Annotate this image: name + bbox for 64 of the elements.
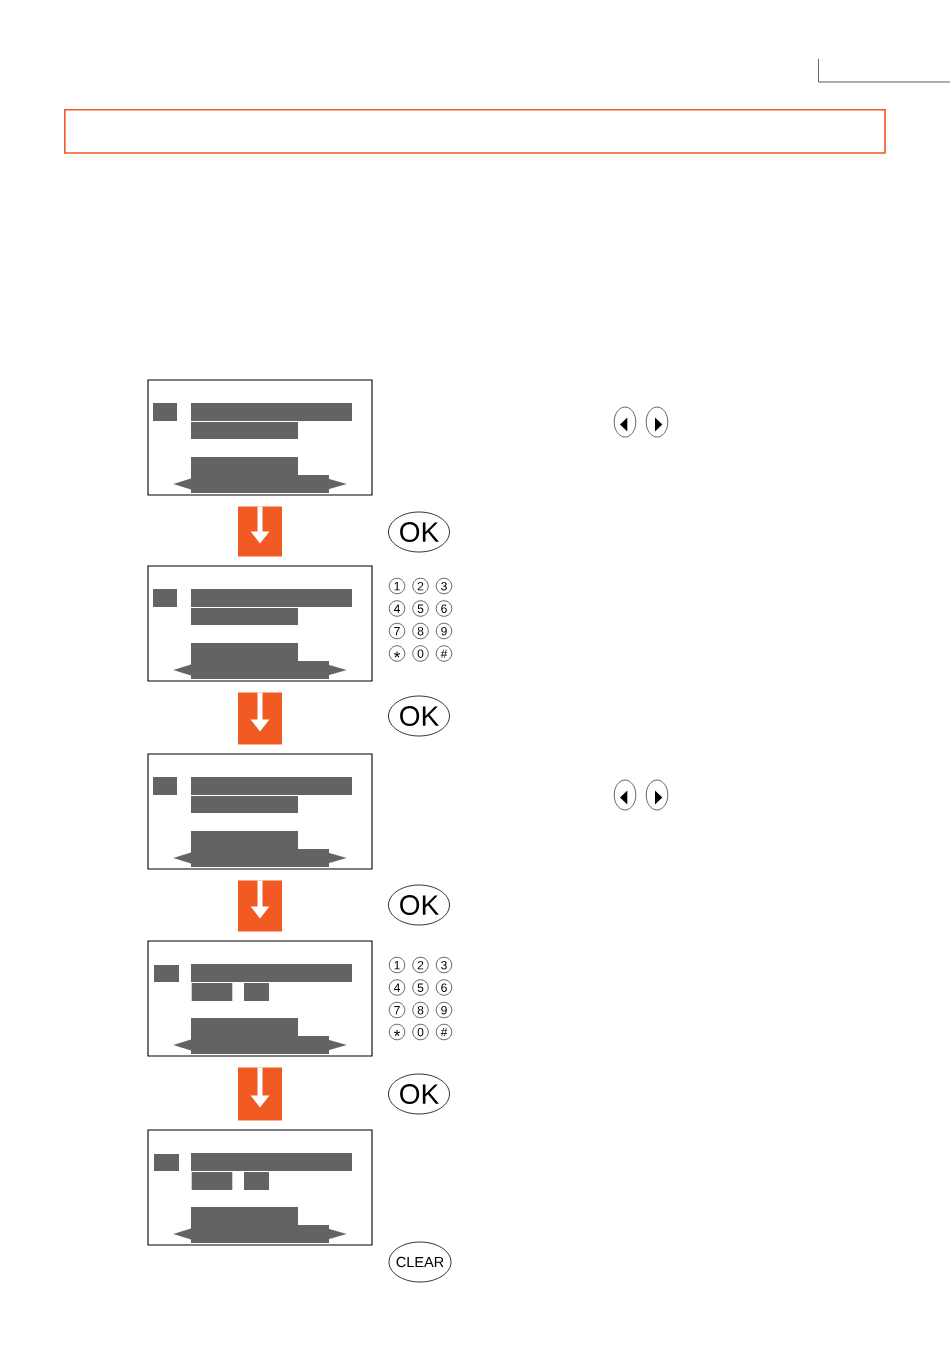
- keypad-key: #: [435, 645, 453, 662]
- block-arrow: [238, 880, 282, 932]
- keypad-key: 3: [435, 577, 453, 595]
- keypad-key: 4: [388, 600, 406, 617]
- display-bar: [244, 983, 269, 1001]
- oval-button: CLEAR: [388, 1241, 452, 1283]
- display-bar: [191, 983, 233, 1001]
- keypad-key: 6: [435, 600, 453, 617]
- keypad-key: 5: [412, 979, 429, 996]
- keypad-key: 9: [435, 622, 453, 640]
- keypad-key: 8: [412, 622, 429, 640]
- oval-button: OK: [388, 511, 450, 553]
- keypad-key: 7: [388, 622, 406, 640]
- oval-button: OK: [388, 1073, 450, 1115]
- display-bar: [191, 831, 298, 849]
- keypad-key: *: [388, 1023, 406, 1041]
- screen-box: [147, 379, 373, 496]
- display-bar: [191, 608, 298, 625]
- display-bar: [191, 777, 352, 795]
- screen-box: [147, 940, 373, 1057]
- display-bar: [191, 457, 298, 475]
- keypad-key: 1: [388, 956, 406, 974]
- display-bar: [191, 643, 298, 661]
- display-bar: [153, 589, 177, 607]
- scroll-triangle: [326, 1228, 347, 1240]
- display-bar: [154, 965, 179, 982]
- screen-box: [147, 565, 373, 682]
- oval-button: OK: [388, 695, 450, 737]
- display-bar: [153, 403, 177, 421]
- block-arrow: [238, 692, 282, 745]
- keypad-key: 2: [412, 956, 429, 974]
- scroll-triangle: [326, 664, 347, 676]
- display-bar: [191, 796, 298, 813]
- keypad-key: #: [435, 1023, 453, 1041]
- display-bar: [191, 403, 352, 421]
- keypad-key: 1: [388, 577, 406, 595]
- keypad-key: *: [388, 645, 406, 662]
- keypad-key: 3: [435, 956, 453, 974]
- keypad-key: 5: [412, 600, 429, 617]
- display-bar: [154, 1154, 179, 1171]
- oval-button: OK: [388, 884, 450, 926]
- display-bar: [191, 1207, 298, 1225]
- block-arrow: [238, 506, 282, 557]
- display-bar: [153, 777, 177, 795]
- display-bar: [191, 1172, 233, 1190]
- block-arrow: [238, 1067, 282, 1121]
- screen-box: [147, 1129, 373, 1246]
- scroll-triangle: [326, 852, 347, 864]
- keypad-key: 0: [412, 645, 429, 662]
- display-bar: [191, 589, 352, 607]
- display-bar: [191, 422, 298, 439]
- keypad-key: 9: [435, 1001, 453, 1019]
- title-band: [64, 109, 886, 154]
- keypad-key: 0: [412, 1023, 429, 1041]
- keypad-key: 4: [388, 979, 406, 996]
- display-bar: [191, 1018, 298, 1036]
- scroll-triangle: [326, 1039, 347, 1051]
- display-bar: [244, 1172, 269, 1190]
- keypad-key: 8: [412, 1001, 429, 1019]
- keypad-key: 6: [435, 979, 453, 996]
- scroll-triangle: [326, 478, 347, 490]
- keypad-key: 7: [388, 1001, 406, 1019]
- keypad-key: 2: [412, 577, 429, 595]
- screen-box: [147, 753, 373, 870]
